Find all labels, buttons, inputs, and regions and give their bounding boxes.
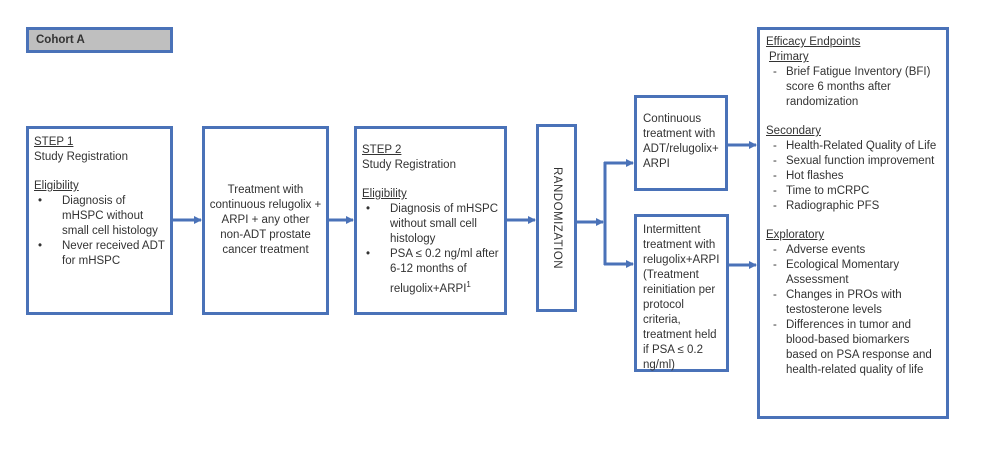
exploratory-endpoint-item: Adverse events [766, 243, 940, 258]
step1-title: STEP 1 [34, 136, 74, 148]
secondary-endpoint-item: Hot flashes [766, 169, 940, 184]
primary-label: Primary [769, 51, 809, 63]
step2-eligibility-label: Eligibility [362, 188, 407, 200]
step2-eligibility-item-text: PSA ≤ 0.2 ng/ml after 6-12 months of rel… [390, 248, 499, 295]
step2-title: STEP 2 [362, 144, 402, 156]
step2-box: STEP 2 Study Registration Eligibility Di… [354, 126, 507, 315]
secondary-endpoint-item: Time to mCRPC [766, 184, 940, 199]
treatment-text: Treatment with continuous relugolix + AR… [209, 184, 322, 256]
cohort-label: Cohort A [36, 34, 85, 46]
intermittent-treatment-box: Intermittent treatment with relugolix+AR… [634, 214, 729, 372]
randomization-box: RANDOMIZATION [536, 124, 577, 312]
efficacy-endpoints-box: Efficacy Endpoints Primary Brief Fatigue… [757, 27, 949, 419]
step2-eligibility-item: PSA ≤ 0.2 ng/ml after 6-12 months of rel… [362, 247, 499, 297]
treatment-box: Treatment with continuous relugolix + AR… [202, 126, 329, 315]
exploratory-label: Exploratory [766, 229, 825, 241]
step1-subtitle: Study Registration [34, 151, 128, 163]
secondary-endpoint-item: Radiographic PFS [766, 199, 940, 214]
footnote-mark: 1 [466, 280, 471, 289]
randomization-text: RANDOMIZATION [551, 166, 563, 270]
step2-subtitle: Study Registration [362, 159, 456, 171]
step1-eligibility-item: Diagnosis of mHSPC without small cell hi… [34, 194, 165, 239]
step1-box: STEP 1 Study Registration Eligibility Di… [26, 126, 173, 315]
exploratory-endpoint-item: Changes in PROs with testosterone levels [766, 288, 940, 318]
secondary-endpoint-item: Sexual function improvement [766, 154, 940, 169]
cohort-label-box: Cohort A [26, 27, 173, 53]
continuous-treatment-text: Continuous treatment with ADT/relugolix+… [643, 113, 719, 170]
exploratory-endpoint-item: Ecological Momentary Assessment [766, 258, 940, 288]
secondary-endpoint-item: Health-Related Quality of Life [766, 139, 940, 154]
exploratory-endpoint-item: Differences in tumor and blood-based bio… [766, 318, 940, 378]
intermittent-treatment-text: Intermittent treatment with relugolix+AR… [643, 224, 720, 371]
step2-eligibility-item: Diagnosis of mHSPC without small cell hi… [362, 202, 499, 247]
endpoints-title: Efficacy Endpoints [766, 36, 861, 48]
step1-eligibility-label: Eligibility [34, 180, 79, 192]
secondary-label: Secondary [766, 125, 821, 137]
step1-eligibility-item: Never received ADT for mHSPC [34, 239, 165, 269]
primary-endpoint-item: Brief Fatigue Inventory (BFI) score 6 mo… [766, 65, 940, 110]
continuous-treatment-box: Continuous treatment with ADT/relugolix+… [634, 95, 728, 191]
